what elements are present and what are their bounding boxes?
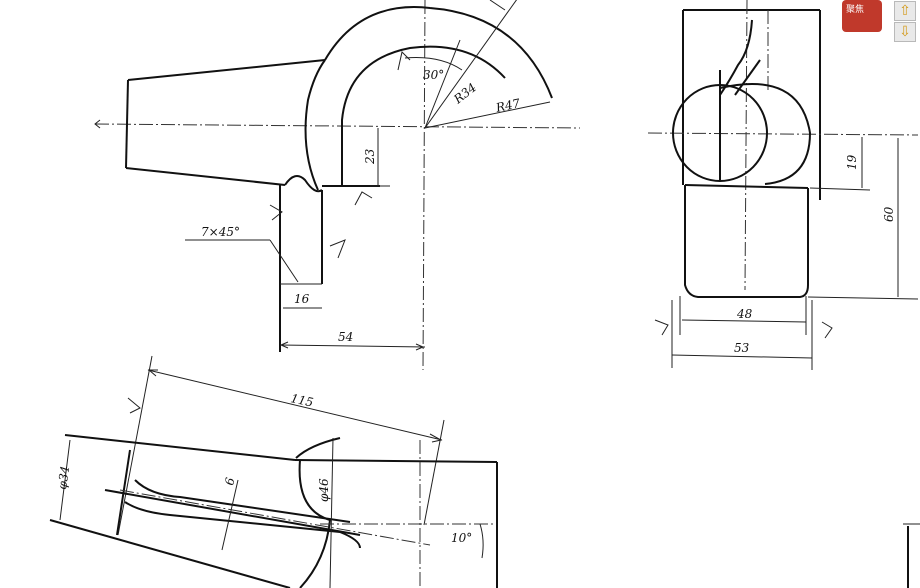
dim-angle-10: 10° <box>451 531 472 545</box>
scroll-up-button[interactable]: ⇧ <box>894 1 916 21</box>
scroll-down-button[interactable]: ⇩ <box>894 22 916 42</box>
dim-width-48: 48 <box>736 307 753 321</box>
bottom-view: 115 φ34 6 φ46 10° <box>49 355 920 588</box>
dim-radius-outer: R47 <box>494 96 522 115</box>
dim-dia-34: φ34 <box>55 465 72 490</box>
dim-height-60: 60 <box>882 206 896 222</box>
dim-width-54: 54 <box>338 330 353 344</box>
dim-angle-top: 30° <box>423 68 444 82</box>
logo: 聚焦 <box>842 0 882 32</box>
dim-height-23: 23 <box>363 148 377 165</box>
dim-length-115: 115 <box>289 391 314 409</box>
dim-dia-46: φ46 <box>317 478 331 502</box>
side-view: 19 60 48 53 <box>647 0 919 370</box>
dim-height-19: 19 <box>845 154 859 170</box>
dim-chamfer: 7×45° <box>201 225 240 239</box>
logo-text: 聚焦 <box>846 5 865 15</box>
dim-radius-inner: R34 <box>450 80 479 107</box>
dim-width-53: 53 <box>734 341 750 355</box>
arrow-down-icon: ⇩ <box>899 24 911 40</box>
front-view: 30° R34 R47 23 7×45° 16 54 <box>94 0 581 371</box>
arrow-up-icon: ⇧ <box>899 3 911 19</box>
dim-thickness-6: 6 <box>222 476 237 487</box>
dim-width-16: 16 <box>294 292 310 306</box>
